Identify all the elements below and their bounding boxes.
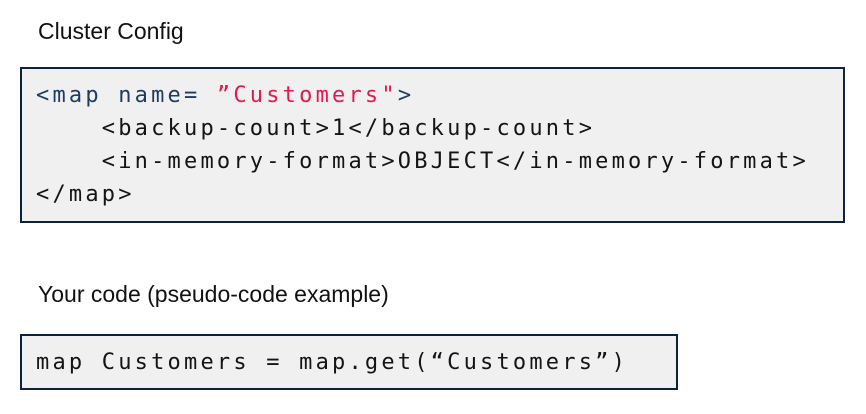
code-line: <map name= ”Customers"> xyxy=(36,79,843,112)
code-token: </map> xyxy=(36,182,135,207)
code-token: <backup-count>1</backup-count> xyxy=(36,116,596,141)
code-line: <in-memory-format>OBJECT</in-memory-form… xyxy=(36,145,843,178)
your-code-heading: Your code (pseudo-code example) xyxy=(38,281,389,307)
code-token: > xyxy=(397,83,415,108)
code-token: <map name= xyxy=(36,83,217,108)
code-token: ”Customers" xyxy=(216,83,398,108)
cluster-config-heading: Cluster Config xyxy=(38,18,184,44)
pseudo-code-block: map Customers = map.get(“Customers”) xyxy=(20,334,678,390)
code-line: </map> xyxy=(36,178,843,211)
code-line: <backup-count>1</backup-count> xyxy=(36,112,843,145)
cluster-config-code-lines: <map name= ”Customers"> <backup-count>1<… xyxy=(36,79,843,211)
cluster-config-code-block: <map name= ”Customers"> <backup-count>1<… xyxy=(20,67,845,223)
pseudo-code-line: map Customers = map.get(“Customers”) xyxy=(36,349,629,375)
code-token: <in-memory-format>OBJECT</in-memory-form… xyxy=(36,149,809,174)
